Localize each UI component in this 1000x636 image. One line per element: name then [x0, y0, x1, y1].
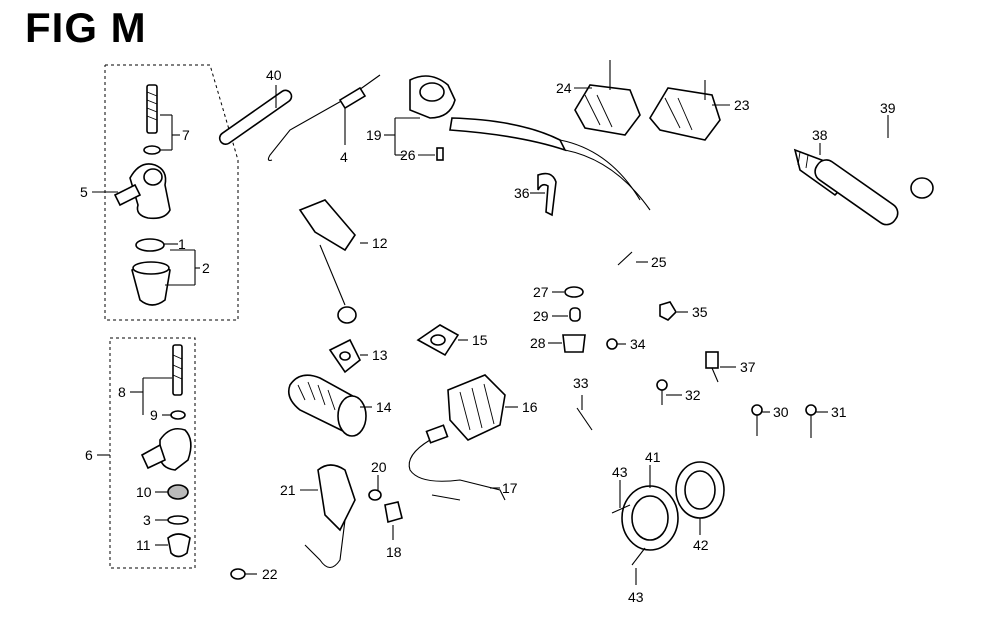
callout-26: 26 [400, 147, 416, 163]
callout-28: 28 [530, 335, 546, 351]
callout-15: 15 [472, 332, 488, 348]
callout-34: 34 [630, 336, 646, 352]
callout-33: 33 [573, 375, 589, 391]
callout-39: 39 [880, 100, 896, 116]
callout-23: 23 [734, 97, 750, 113]
cover-41-gasket-42 [611, 461, 725, 566]
callout-38: 38 [812, 127, 828, 143]
callout-43-lower: 43 [628, 589, 644, 605]
callout-19: 19 [366, 127, 382, 143]
cable-and-tube [218, 74, 381, 161]
hardware [537, 172, 817, 438]
callout-36: 36 [514, 185, 530, 201]
grip-14 [287, 374, 367, 437]
callout-30: 30 [773, 404, 789, 420]
bracket-21 [230, 464, 403, 580]
lever-12 [298, 199, 357, 324]
callout-32: 32 [685, 387, 701, 403]
fuel-valve-group-6 [109, 337, 196, 569]
figure-title: FIG M [25, 4, 147, 51]
leader-lines [92, 85, 889, 585]
callout-1: 1 [178, 236, 186, 252]
callout-17: 17 [502, 480, 518, 496]
callout-8: 8 [118, 384, 126, 400]
callout-22: 22 [262, 566, 278, 582]
callout-20: 20 [371, 459, 387, 475]
callout-21: 21 [280, 482, 296, 498]
callout-labels: 1 2 3 4 5 6 7 8 9 10 11 12 13 14 15 16 1… [80, 67, 896, 605]
callout-9: 9 [150, 407, 158, 423]
callout-5: 5 [80, 184, 88, 200]
callout-25: 25 [651, 254, 667, 270]
callout-13: 13 [372, 347, 388, 363]
callout-14: 14 [376, 399, 392, 415]
callout-43-upper: 43 [612, 464, 628, 480]
callout-12: 12 [372, 235, 388, 251]
fuel-valve-group-5 [104, 64, 239, 321]
module-16-17 [408, 374, 506, 501]
callout-24: 24 [556, 80, 572, 96]
callout-40: 40 [266, 67, 282, 83]
gaskets-13-15 [328, 324, 460, 374]
callout-16: 16 [522, 399, 538, 415]
callout-27: 27 [533, 284, 549, 300]
spark-plug-38-and-wrench-39 [793, 148, 934, 226]
callout-7: 7 [182, 127, 190, 143]
callout-11: 11 [136, 537, 151, 553]
callout-35: 35 [692, 304, 708, 320]
callout-31: 31 [831, 404, 847, 420]
callout-29: 29 [533, 308, 549, 324]
callout-10: 10 [136, 484, 152, 500]
callout-37: 37 [740, 359, 756, 375]
callout-2: 2 [202, 260, 210, 276]
callout-18: 18 [386, 544, 402, 560]
callout-42: 42 [693, 537, 709, 553]
callout-3: 3 [143, 512, 151, 528]
callout-6: 6 [85, 447, 93, 463]
callout-4: 4 [340, 149, 348, 165]
callout-41: 41 [645, 449, 661, 465]
mounts-23-24 [574, 60, 721, 141]
throttle-housing-19 [409, 75, 651, 211]
